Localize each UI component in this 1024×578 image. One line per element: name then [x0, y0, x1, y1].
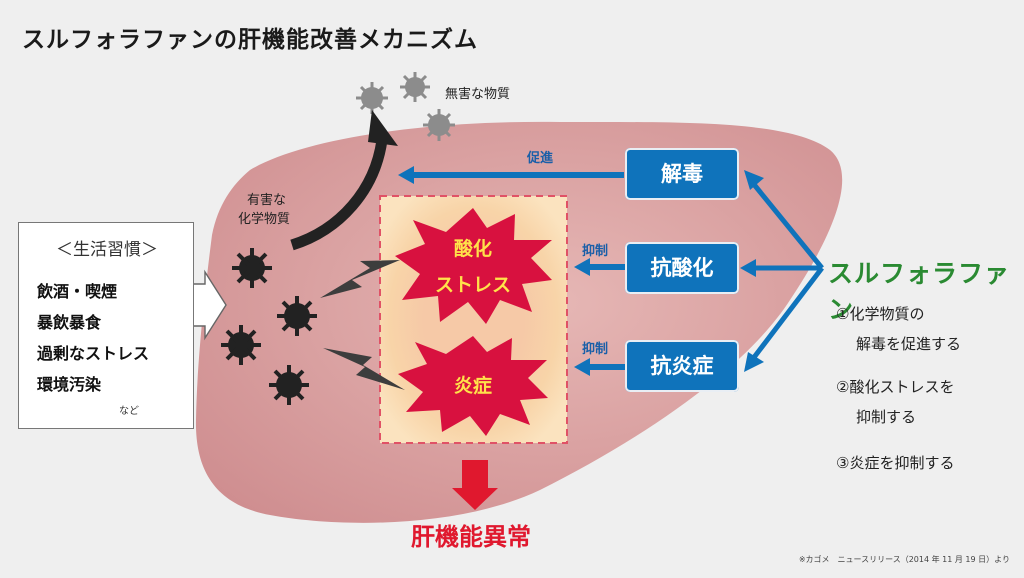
oxidative-stress-burst	[395, 208, 552, 324]
lifestyle-box: ＜生活習慣＞ 飲酒・喫煙 暴飲暴食 過剰なストレス 環境汚染 など	[18, 222, 194, 429]
effect-2-line1: ②酸化ストレスを	[836, 378, 955, 396]
harmless-substance-label: 無害な物質	[445, 87, 511, 102]
detox-conversion-arrow	[290, 139, 388, 251]
inflammation-label: 炎症	[453, 375, 492, 397]
suppress-label-1: 抑制	[582, 244, 609, 259]
liver-failure-label: 肝機能異常	[411, 523, 531, 551]
page-title: スルフォラファンの肝機能改善メカニズム	[22, 27, 478, 53]
harmless-particle-spikes	[356, 72, 455, 141]
source-note: ※カゴメ ニュースリリース（2014 年 11 月 19 日）より	[798, 555, 1010, 564]
stress-lightning-1	[320, 260, 400, 298]
lifestyle-heading: ＜生活習慣＞	[56, 240, 158, 260]
effect-2-line2: 抑制する	[856, 408, 917, 426]
detox-action-box: 解毒	[625, 148, 739, 200]
sulforaphane-arrowheads	[740, 170, 764, 372]
harmful-label-line1: 有害な	[247, 193, 287, 208]
lifestyle-etc: など	[119, 406, 139, 417]
effect-1-line2: 解毒を促進する	[856, 335, 962, 353]
lifestyle-item: 暴飲暴食	[37, 313, 102, 332]
effect-1-line1: ①化学物質の	[836, 305, 925, 323]
harmful-label-line2: 化学物質	[238, 212, 291, 227]
suppress-label-2: 抑制	[582, 342, 609, 357]
anti-inflammatory-action-box: 抗炎症	[625, 340, 739, 392]
lifestyle-item: 飲酒・喫煙	[37, 282, 118, 301]
stress-lightning-2	[323, 348, 405, 390]
detox-conversion-arrowhead	[368, 110, 398, 146]
antioxidant-action-box: 抗酸化	[625, 242, 739, 294]
oxidative-stress-label-line2: ストレス	[434, 274, 511, 296]
effect-3: ③炎症を抑制する	[836, 454, 955, 472]
oxidative-stress-label-line1: 酸化	[453, 238, 492, 260]
sulforaphane-label: スルフォラファン	[828, 259, 1011, 324]
blue-arrows	[398, 166, 626, 376]
lifestyle-item: 環境汚染	[37, 375, 102, 394]
lifestyle-item: 過剰なストレス	[37, 344, 150, 363]
promote-label: 促進	[527, 151, 554, 166]
failure-arrow	[452, 460, 498, 510]
inflammation-burst	[398, 336, 548, 436]
harmful-particle-spikes	[221, 248, 317, 405]
sulforaphane-arrows	[750, 180, 824, 362]
